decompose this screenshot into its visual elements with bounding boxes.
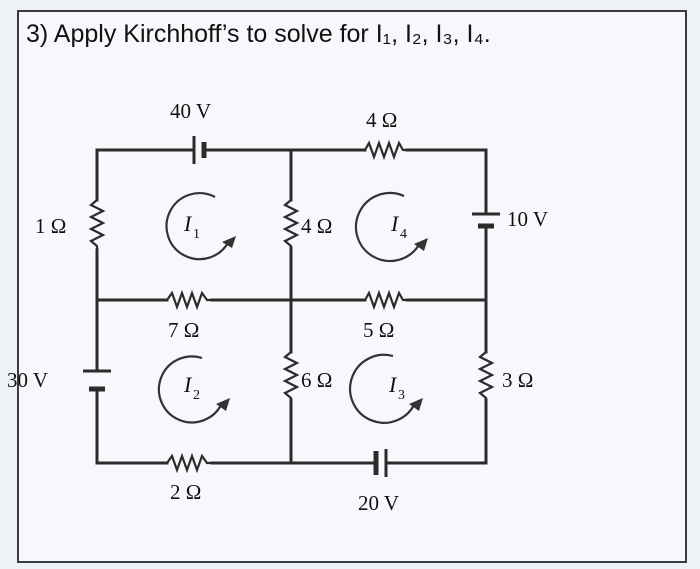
- current-i4-sub: 4: [400, 227, 407, 242]
- label-3ohm: 3 Ω: [502, 368, 533, 392]
- current-i1-sub: 1: [193, 227, 200, 242]
- circuit-wires: [95, 148, 488, 465]
- current-i1-letter: I: [183, 211, 193, 236]
- resistor-middle-5ohm: [364, 289, 407, 311]
- question-title: 3) Apply Kirchhoff’s to solve for I₁, I₂…: [26, 20, 491, 48]
- resistor-right-3ohm: [477, 351, 495, 400]
- question-frame: [17, 10, 687, 563]
- resistor-center-4ohm: [282, 199, 300, 248]
- loop-i1: [165, 192, 236, 261]
- label-1ohm: 1 Ω: [35, 214, 66, 238]
- label-10v: 10 V: [507, 207, 548, 231]
- label-5ohm: 5 Ω: [363, 318, 394, 342]
- resistor-center-6ohm: [282, 351, 300, 400]
- current-i4-letter: I: [390, 211, 400, 236]
- label-2ohm: 2 Ω: [170, 480, 201, 504]
- resistor-bottom-2ohm: [166, 452, 212, 474]
- label-top-4ohm: 4 Ω: [366, 108, 397, 132]
- loop-i4: [354, 191, 428, 263]
- battery-30v: [83, 369, 111, 392]
- resistor-middle-7ohm: [166, 289, 212, 311]
- label-20v: 20 V: [358, 491, 399, 515]
- label-30v: 30 V: [7, 368, 48, 392]
- current-i3-letter: I: [388, 372, 398, 397]
- current-i2-sub: 2: [193, 388, 200, 403]
- label-40v: 40 V: [170, 99, 211, 123]
- loop-i2: [157, 355, 230, 424]
- label-7ohm: 7 Ω: [168, 318, 199, 342]
- battery-10v: [472, 212, 500, 229]
- battery-20v: [373, 449, 388, 477]
- resistor-top-4ohm: [364, 139, 407, 161]
- label-6ohm: 6 Ω: [301, 368, 332, 392]
- current-i2-letter: I: [183, 372, 193, 397]
- resistor-left-1ohm: [88, 199, 106, 250]
- loop-i3: [349, 353, 423, 424]
- battery-40v: [192, 136, 207, 164]
- label-center-4ohm: 4 Ω: [301, 214, 332, 238]
- current-i3-sub: 3: [398, 388, 405, 403]
